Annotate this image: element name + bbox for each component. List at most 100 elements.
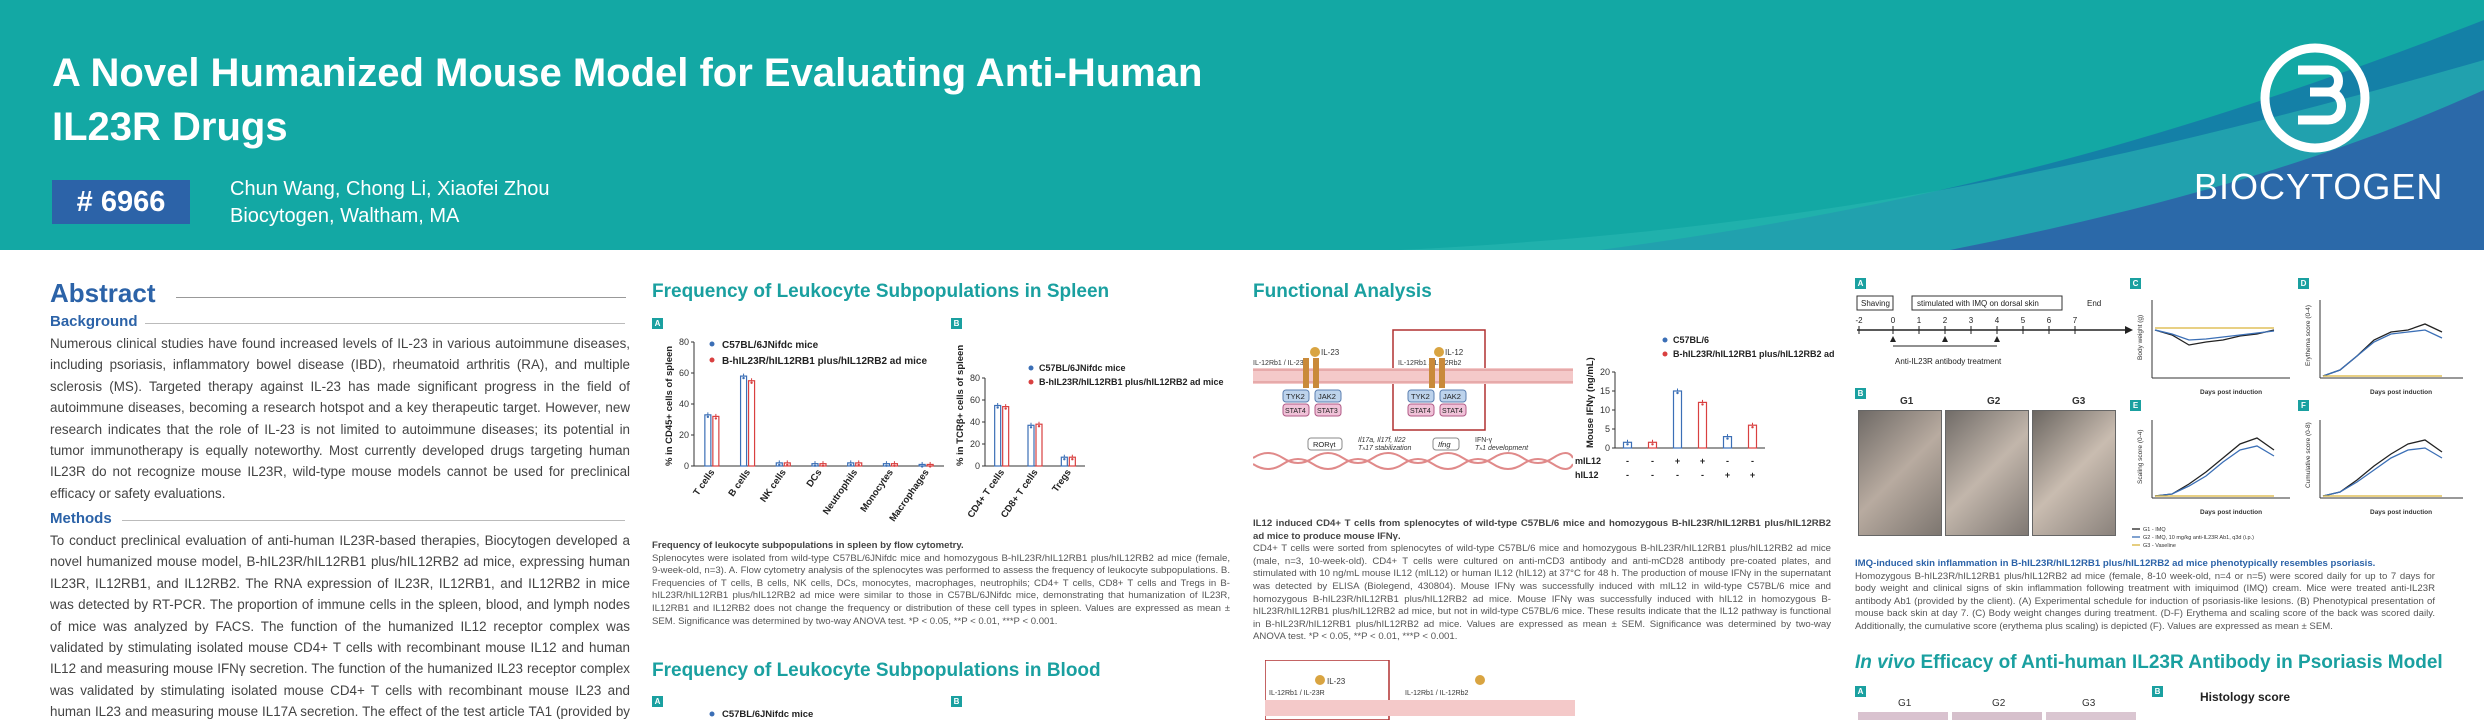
data-point [1701, 403, 1704, 406]
invivo-heading-rest: Efficacy of Anti-human IL23R Antibody in… [1920, 652, 2443, 673]
il12-ligand-icon [1434, 347, 1444, 357]
receptor-left-chain-2 [1313, 358, 1319, 388]
day-label: -2 [1855, 316, 1863, 325]
bar [1722, 435, 1733, 449]
logo-text: BIOCYTOGEN [2194, 166, 2444, 207]
ifng-legend-label-wt: C57BL/6 [1673, 335, 1709, 345]
data-point [1626, 443, 1629, 446]
ery-ylabel: Erythema score (0-4) [2305, 305, 2312, 366]
x-tick-label: Neutrophils [821, 467, 860, 517]
hil12-sign: - [1676, 470, 1679, 480]
treatment-arrow-icon [1942, 336, 1948, 342]
stat4-left-icon [1282, 403, 1310, 417]
imq-panel-c-label: C [2130, 278, 2141, 289]
data-point [714, 417, 718, 420]
invivo-heading-em: In vivo [1855, 652, 1916, 673]
blood-heading: Frequency of Leukocyte Subpopulations in… [652, 660, 1101, 681]
mil12-sign: - [1751, 456, 1754, 466]
il12-ligand-2-icon [1475, 675, 1485, 685]
data-point [1004, 407, 1007, 410]
stat4-right-2-label: STAT4 [1442, 408, 1463, 415]
imq-panel-a-label: A [1855, 278, 1866, 289]
data-point [1037, 425, 1041, 428]
bar [1002, 405, 1010, 467]
hil12-sign: - [1651, 470, 1654, 480]
jak2-right-icon [1439, 389, 1467, 403]
stimulated-label: stimulated with IMQ on dorsal skin [1917, 299, 2039, 308]
erythema-chart: Erythema score (0-4) Days post induction [2305, 300, 2463, 396]
receptor-left-label: IL-12Rb1 / IL-23R [1253, 360, 1309, 367]
histology-photo-g1 [1858, 712, 1948, 720]
x-tick-label: B cells [726, 467, 753, 498]
data-point [750, 381, 753, 384]
receptor-right-chain-1 [1429, 358, 1435, 388]
data-point [813, 464, 817, 467]
hil12-sign: + [1750, 470, 1755, 480]
day-label: 2 [1943, 316, 1948, 325]
hil12-sign: - [1701, 470, 1704, 480]
cum-series-g2 [2322, 447, 2443, 497]
poster-id-badge: # 6966 [52, 180, 190, 224]
bar [1068, 456, 1076, 467]
blood-legend-label: C57BL/6JNifdc mice [722, 709, 813, 720]
receptor-left-label-2: IL-12Rb1 / IL-23R [1269, 690, 1325, 697]
hil12-row-label: hIL12 [1575, 470, 1599, 480]
bar [739, 375, 748, 467]
ifng-out-label: IFN-γ [1475, 437, 1493, 444]
y-tick-label: 20 [679, 430, 689, 440]
data-point [1029, 426, 1033, 429]
ifng-legend: C57BL/6 B-hIL23R/hIL12RB1 plus/hIL12RB2 … [1662, 335, 1835, 359]
legend-marker-wt [709, 341, 715, 347]
data-point [742, 376, 745, 380]
legend-label-wt: C57BL/6JNifdc mice [722, 340, 819, 351]
legend-g2-label: G2 - IMQ, 10 mg/kg anti-IL23R Ab1, q3d (… [2143, 535, 2254, 541]
spleen-chart-a: C57BL/6JNifdc mice B-hIL23R/hIL12RB1 plu… [664, 337, 944, 524]
mil12-sign: - [1651, 456, 1654, 466]
bar [1035, 423, 1043, 467]
poster-title: A Novel Humanized Mouse Model for Evalua… [52, 46, 1412, 154]
photo-label-g2: G2 [1987, 396, 2001, 407]
bar [747, 380, 756, 467]
ery-series-g2 [2322, 329, 2443, 377]
rorgt-label: RORγt [1313, 440, 1336, 449]
stat4-right-2-icon [1439, 403, 1467, 417]
methods-divider [122, 520, 625, 521]
data-point [821, 464, 825, 467]
il23-highlight-box [1265, 660, 1390, 720]
header-swoosh [1400, 20, 2484, 250]
legend-marker-hu-b [1028, 379, 1034, 385]
bar [712, 415, 720, 467]
data-point [893, 464, 896, 467]
spleen-panel-b-label: B [951, 318, 962, 329]
imq-caption-title: IMQ-induced skin inflammation in B-hIL23… [1855, 558, 2376, 569]
legend-g1-label: G1 - IMQ [2143, 527, 2166, 533]
stat3-icon [1314, 403, 1342, 417]
blood-panel-a-label: A [652, 696, 663, 707]
data-point [928, 465, 932, 468]
y-tick-label: 15 [1600, 386, 1610, 396]
spleen-caption-title: Frequency of leukocyte subpopulations in… [652, 540, 964, 551]
spleen-panel-a-label: A [652, 318, 663, 329]
cell-membrane [1253, 368, 1573, 384]
y-tick-label: 40 [970, 417, 980, 427]
skin-photo-g3 [2032, 410, 2116, 536]
treatment-label: Anti-IL23R antibody treatment [1895, 357, 2002, 366]
methods-heading: Methods [50, 510, 112, 527]
bar [1697, 401, 1708, 449]
bw-ylabel: Body weight (g) [2137, 315, 2144, 360]
dna-strand-2 [1253, 458, 1573, 470]
receptor-right-chain-2 [1439, 358, 1445, 388]
scal-ylabel: Scaling score (0-4) [2137, 429, 2144, 484]
legend-g3-label: G3 - Vaseline [2143, 543, 2176, 549]
histology-score-title: Histology score [2200, 690, 2291, 704]
legend-label-wt-b: C57BL/6JNifdc mice [1039, 363, 1126, 373]
th1-label: Tₕ1 development [1475, 445, 1529, 452]
body-weight-chart: Body weight (g) Days post induction [2137, 300, 2290, 396]
treatment-arrow-icon [1994, 336, 2000, 342]
hil12-sign: + [1725, 470, 1730, 480]
imq-panel-b-label: B [1855, 388, 1866, 399]
y-tick-label: 80 [970, 373, 980, 383]
day-label: 1 [1917, 316, 1922, 325]
tyk2-left-icon [1282, 389, 1310, 403]
x-tick-label: NK cells [758, 467, 789, 504]
